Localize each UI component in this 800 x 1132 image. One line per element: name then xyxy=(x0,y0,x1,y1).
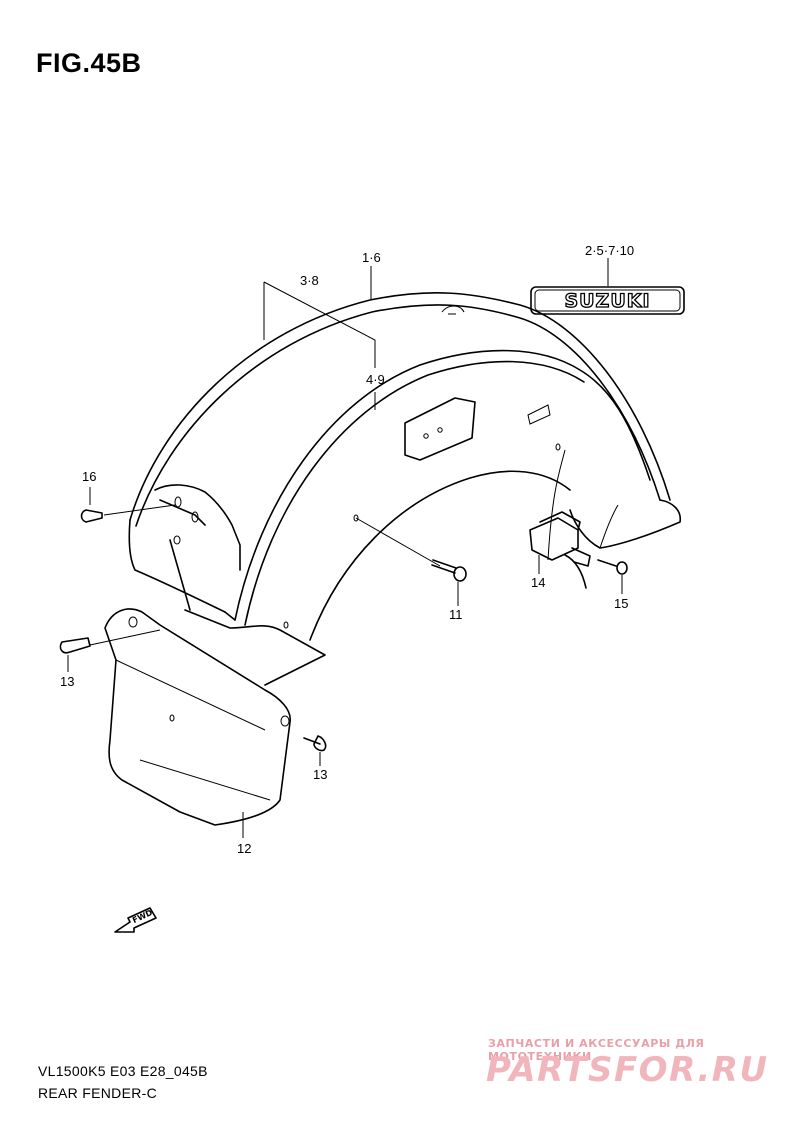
leader-lines xyxy=(67,258,623,838)
model-code: VL1500K5 E03 E28_045B xyxy=(38,1063,208,1079)
forward-arrow-icon xyxy=(114,907,157,933)
callout-13-left: 13 xyxy=(60,674,75,689)
callout-11: 11 xyxy=(449,607,463,622)
callout-4-9: 4·9 xyxy=(366,372,385,387)
emblem-text: SUZUKI xyxy=(564,289,651,312)
callout-3-8: 3·8 xyxy=(300,273,319,288)
bolt-13-left xyxy=(59,637,91,654)
watermark-tagline: ЗАПЧАСТИ И АКСЕССУАРЫ ДЛЯ МОТОТЕХНИКИ xyxy=(488,1037,705,1063)
rear-fender xyxy=(128,292,682,686)
helmet-lock-14 xyxy=(529,511,591,589)
callout-2-5-7-10: 2·5·7·10 xyxy=(585,243,635,258)
callout-13-right: 13 xyxy=(313,767,328,782)
callout-1-6: 1·6 xyxy=(362,250,381,265)
suzuki-emblem xyxy=(530,286,685,315)
fender-lower-flap xyxy=(104,608,291,826)
callout-16: 16 xyxy=(82,469,97,484)
figure-title: FIG.45B xyxy=(36,48,142,78)
bolt-11 xyxy=(431,559,467,582)
callout-14: 14 xyxy=(531,575,546,590)
callout-12: 12 xyxy=(237,841,252,856)
callout-15: 15 xyxy=(614,596,629,611)
bolt-13-right xyxy=(303,735,327,752)
screw-15 xyxy=(597,559,628,575)
section-name: REAR FENDER-C xyxy=(38,1085,158,1101)
bolt-16 xyxy=(80,509,103,523)
watermark-brand: PARTSFOR.RU xyxy=(486,1050,769,1090)
